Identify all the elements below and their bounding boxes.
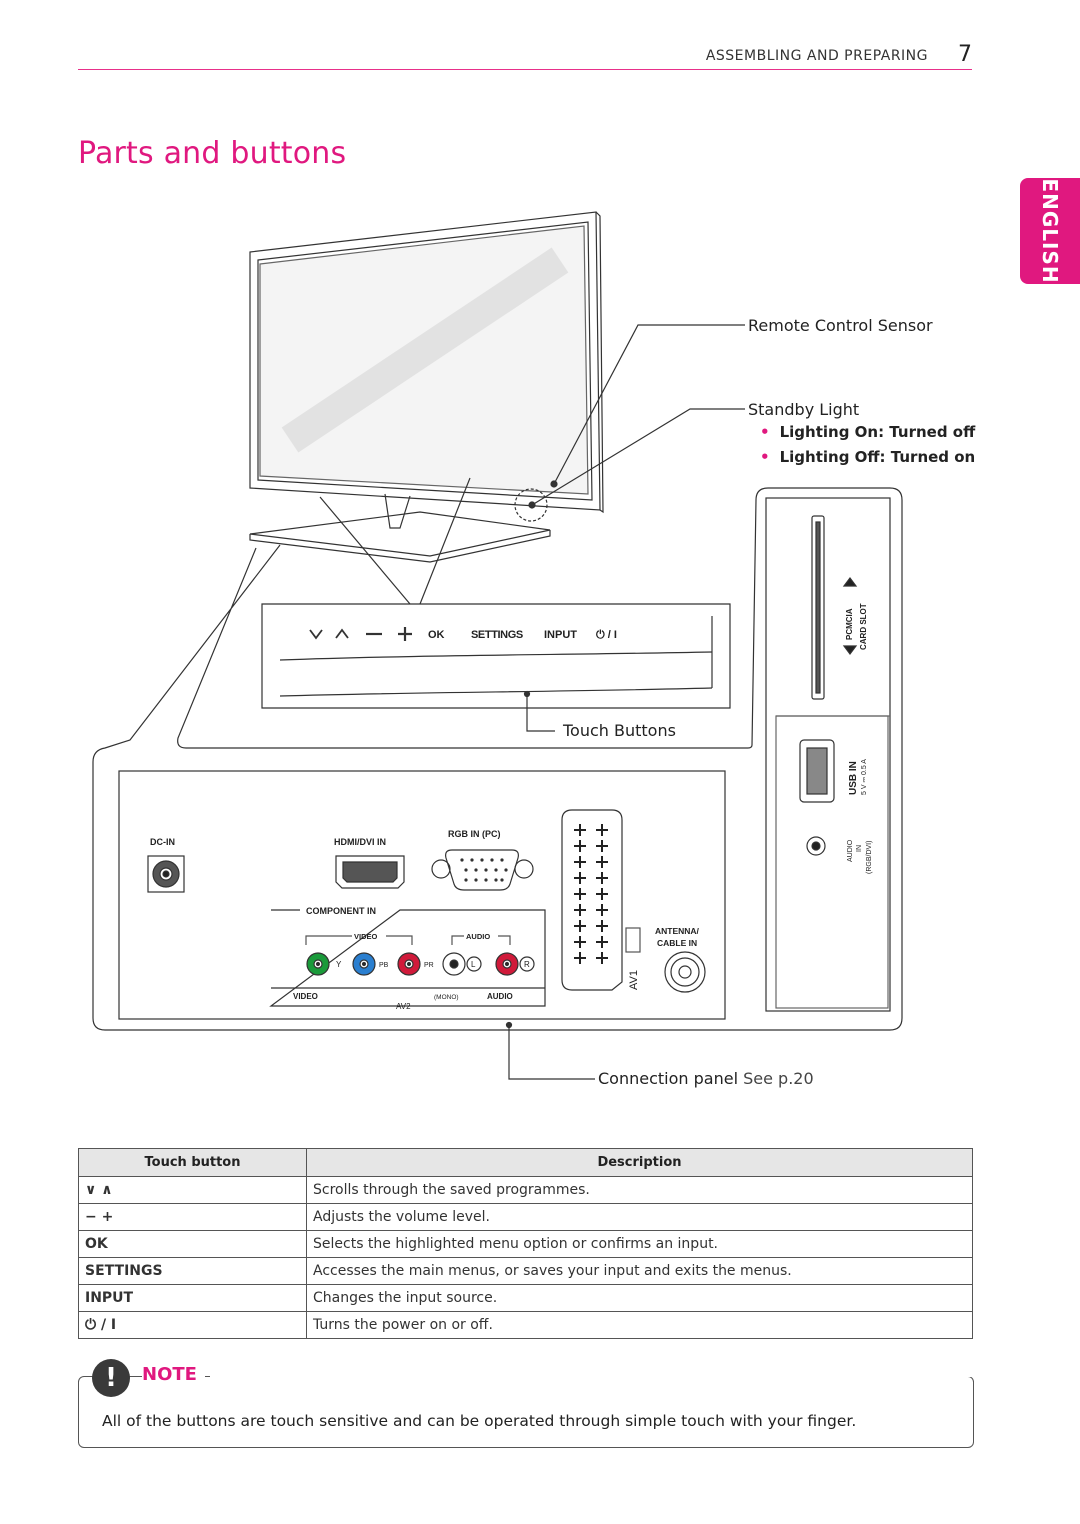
note-label: NOTE: [142, 1364, 205, 1385]
table-row: − +Adjusts the volume level.: [78, 1203, 973, 1231]
label-av1: AV1: [628, 970, 640, 990]
button-strip-input: INPUT: [544, 629, 577, 641]
table-cell-key: − +: [78, 1203, 307, 1231]
header-section-title: ASSEMBLING AND PREPARING: [705, 48, 928, 64]
label-audio: AUDIO: [466, 932, 490, 941]
label-mono: (MONO): [434, 994, 459, 1001]
table-cell-key: ⏻ / I: [78, 1311, 307, 1339]
note-line-mask: [210, 1376, 972, 1377]
label-pr: PR: [424, 962, 434, 969]
table-header-row: Touch button Description: [78, 1148, 973, 1177]
table-header-description: Description: [306, 1148, 973, 1177]
label-l: L: [471, 960, 476, 969]
table-cell-desc: Accesses the main menus, or saves your i…: [306, 1257, 973, 1285]
label-usb-in: USB IN: [848, 761, 859, 795]
table-cell-desc: Turns the power on or off.: [306, 1311, 973, 1339]
language-tab: ENGLISH: [1020, 178, 1080, 284]
label-audio-in3: (RGB/DVI): [866, 841, 873, 874]
table-cell-desc: Adjusts the volume level.: [306, 1203, 973, 1231]
label-hdmi: HDMI/DVI IN: [334, 837, 386, 847]
callout-connection-panel: Connection panel See p.20: [598, 1069, 814, 1088]
page-number: 7: [958, 42, 972, 67]
connection-panel-label: Connection panel: [598, 1069, 739, 1088]
label-pb: PB: [379, 962, 389, 969]
callout-remote-sensor: Remote Control Sensor: [748, 316, 933, 335]
label-dc-in: DC-IN: [150, 837, 175, 847]
connection-panel-ref: See p.20: [743, 1069, 814, 1088]
label-r: R: [524, 960, 530, 969]
label-y: Y: [336, 960, 342, 969]
bullet-lighting-off: Lighting Off: Turned on: [760, 448, 976, 466]
label-audio-in: AUDIO: [847, 839, 854, 862]
label-audio-in2: IN: [856, 845, 863, 852]
header-divider: [78, 69, 972, 70]
touch-button-table: Touch button Description ∨ ∧Scrolls thro…: [78, 1148, 973, 1339]
page-title: Parts and buttons: [78, 136, 347, 171]
label-component: COMPONENT IN: [306, 906, 376, 916]
tv-parts-diagram: OK SETTINGS INPUT ⏻ / I DC-IN HDMI/DVI I…: [92, 211, 903, 1080]
button-strip-settings: SETTINGS: [471, 629, 523, 641]
label-video: VIDEO: [354, 932, 378, 941]
label-audio-bottom: AUDIO: [487, 992, 513, 1001]
table-cell-desc: Changes the input source.: [306, 1284, 973, 1312]
callout-touch-buttons: Touch Buttons: [563, 721, 676, 740]
button-strip-power: ⏻ / I: [596, 628, 617, 641]
button-strip-ok: OK: [428, 629, 445, 641]
table-cell-key: ∨ ∧: [78, 1176, 307, 1204]
note-text: All of the buttons are touch sensitive a…: [102, 1412, 857, 1430]
table-header-button: Touch button: [78, 1148, 307, 1177]
label-card-slot: CARD SLOT: [859, 603, 868, 650]
label-pcmcia: PCMCIA: [845, 608, 854, 640]
label-cable-in: CABLE IN: [657, 938, 697, 948]
label-antenna: ANTENNA/: [655, 926, 700, 936]
table-cell-desc: Selects the highlighted menu option or c…: [306, 1230, 973, 1258]
label-rgb: RGB IN (PC): [448, 829, 501, 839]
table-cell-key: SETTINGS: [78, 1257, 307, 1285]
table-row: ∨ ∧Scrolls through the saved programmes.: [78, 1176, 973, 1204]
exclamation-icon: !: [92, 1359, 130, 1397]
callout-standby-light: Standby Light: [748, 400, 860, 419]
table-cell-key: OK: [78, 1230, 307, 1258]
bullet-lighting-on: Lighting On: Turned off: [760, 423, 976, 441]
label-video-bottom: VIDEO: [293, 992, 318, 1001]
label-usb-rating: 5 V ⎓ 0.5 A: [861, 759, 868, 795]
label-av2: AV2: [396, 1002, 411, 1011]
table-cell-desc: Scrolls through the saved programmes.: [306, 1176, 973, 1204]
table-cell-key: INPUT: [78, 1284, 307, 1312]
